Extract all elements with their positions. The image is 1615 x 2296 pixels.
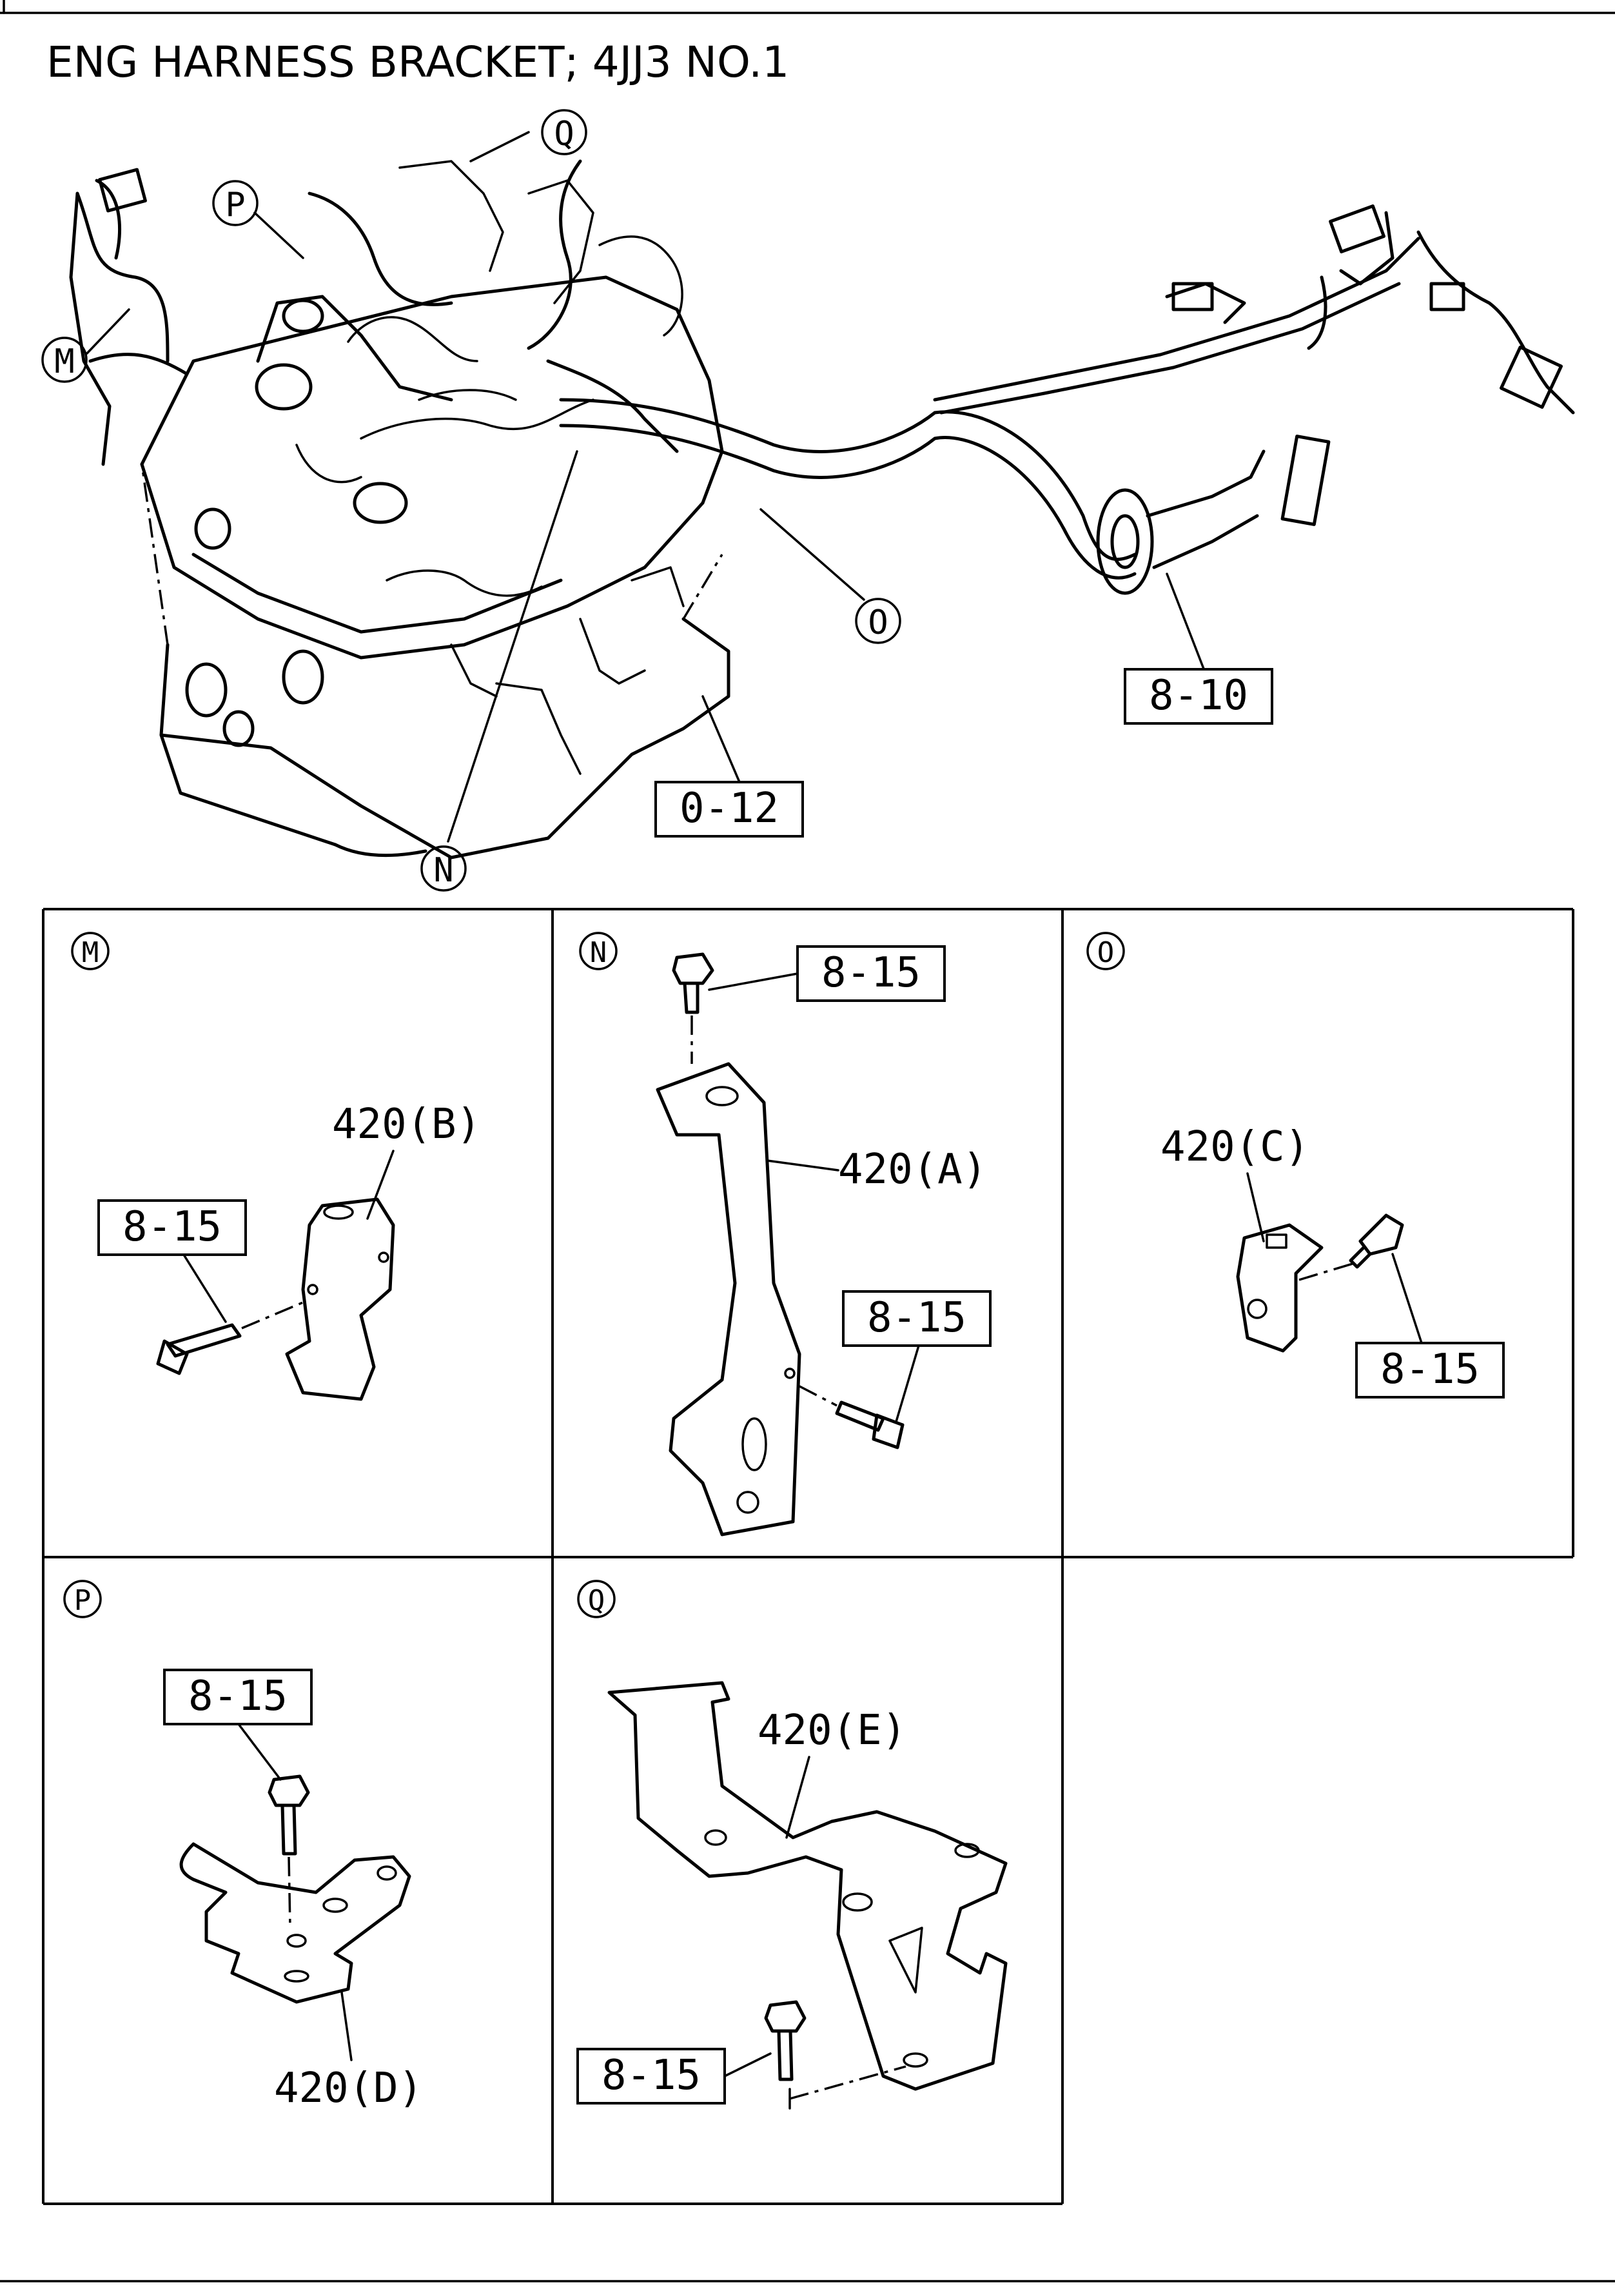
panel-p: P 8-15 420(D) — [63, 1580, 423, 2112]
panel-p-bolt-ref: 8-15 — [188, 1673, 288, 1720]
page-title: ENG HARNESS BRACKET; 4JJ3 NO.1 — [46, 37, 790, 87]
svg-text:0-12: 0-12 — [680, 785, 779, 832]
panel-m-part-label: 420(B) — [332, 1101, 481, 1148]
panel-n-letter: N — [590, 936, 607, 969]
panel-n-bolt-ref-top: 8-15 — [821, 949, 921, 997]
panel-m-letter: M — [82, 936, 99, 969]
panel-n-bolt-ref-bottom: 8-15 — [867, 1294, 966, 1342]
svg-text:O: O — [868, 603, 888, 642]
callout-q: Q — [541, 109, 587, 155]
callout-m: M — [41, 337, 88, 383]
engine-illustration — [69, 159, 1575, 859]
svg-text:N: N — [433, 851, 453, 890]
panel-q-bolt-ref: 8-15 — [602, 2052, 701, 2099]
callout-n: N — [420, 845, 467, 892]
detail-grid — [42, 908, 1574, 2205]
panel-q-part-label: 420(E) — [758, 1707, 906, 1754]
callout-p: P — [212, 180, 259, 226]
panel-o-letter: O — [1097, 936, 1115, 969]
panel-m: M 420(B) 8-15 — [71, 932, 481, 1401]
panel-q-letter: Q — [588, 1584, 605, 1617]
svg-text:8-10: 8-10 — [1149, 672, 1248, 720]
panel-m-bolt-ref: 8-15 — [122, 1203, 222, 1251]
svg-text:M: M — [54, 342, 74, 381]
panel-n-part-label: 420(A) — [838, 1146, 987, 1193]
panel-p-part-label: 420(D) — [274, 2065, 423, 2112]
svg-text:Q: Q — [554, 115, 574, 153]
panel-o: O 420(C) 8-15 — [1086, 932, 1505, 1398]
panel-o-bolt-ref: 8-15 — [1380, 1346, 1480, 1393]
ref-box-harness: 8-10 — [1124, 668, 1273, 725]
overview-leaders — [86, 131, 1207, 843]
panel-o-part-label: 420(C) — [1160, 1123, 1309, 1171]
callout-o: O — [855, 598, 901, 644]
panel-q: Q 420(E) 8-15 — [576, 1580, 1008, 2110]
ref-box-engine: 0-12 — [654, 781, 804, 838]
svg-text:P: P — [225, 186, 245, 224]
panel-p-letter: P — [74, 1584, 92, 1617]
panel-n: N 8-15 420(A) 8-15 — [579, 932, 992, 1536]
